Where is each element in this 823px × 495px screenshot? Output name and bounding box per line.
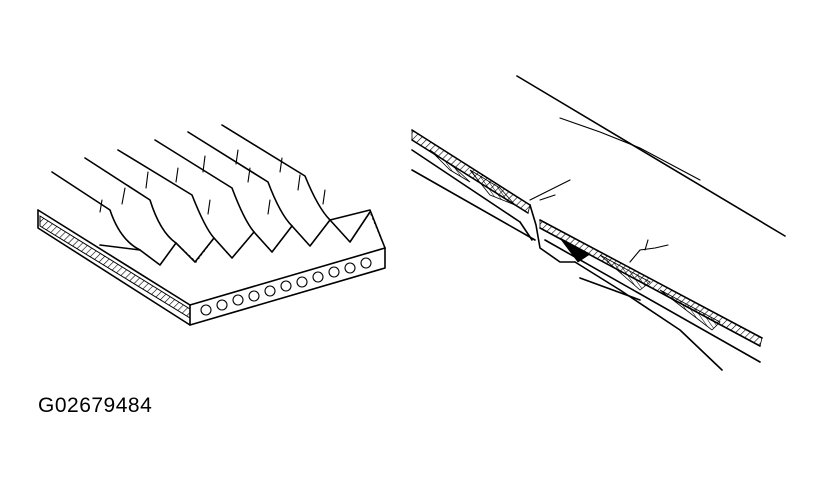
figure-id-label: G02679484 — [38, 394, 153, 417]
cord-circles — [200, 257, 372, 316]
belt-damage-illustration — [411, 75, 786, 371]
belt-ribs — [51, 124, 386, 266]
rib-cracks — [99, 149, 326, 215]
ribbed-belt-illustration — [37, 124, 386, 326]
